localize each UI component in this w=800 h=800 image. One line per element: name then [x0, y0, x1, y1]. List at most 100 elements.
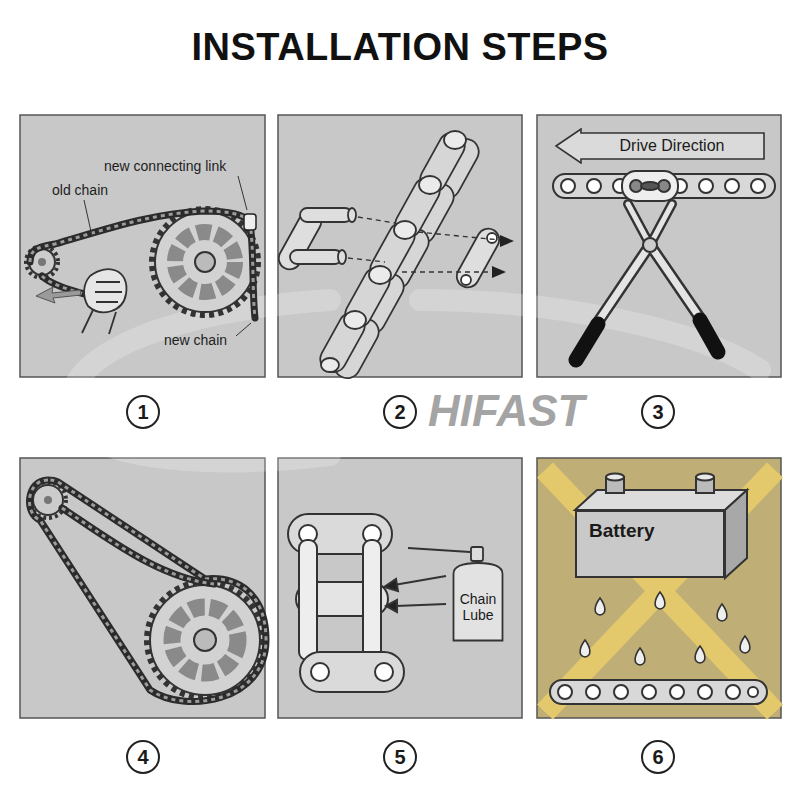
- battery-body: [575, 490, 747, 510]
- lube-can: Chain Lube: [452, 560, 504, 642]
- spray-arrow: [384, 579, 398, 591]
- battery-box: Battery: [575, 510, 725, 578]
- pull-arrow: [36, 287, 81, 303]
- step-number: 5: [383, 740, 417, 774]
- sprocket: [38, 258, 46, 266]
- chain-link: [586, 685, 600, 699]
- pull-arrow: [36, 287, 81, 303]
- chain-link: [748, 687, 758, 697]
- roller-chain: [391, 173, 445, 242]
- step-panel: [20, 458, 265, 718]
- roller-chain: [316, 128, 484, 383]
- pliers: [598, 245, 650, 322]
- spray-arrow: [386, 600, 397, 612]
- node-text: Chain Lube: [455, 591, 501, 623]
- leader-line: [236, 323, 251, 336]
- roller-chain: [316, 308, 370, 377]
- step-number-text: 5: [394, 747, 405, 767]
- roller-chain: [419, 176, 441, 194]
- acid-drop: [655, 592, 665, 609]
- arrow-outline: [556, 129, 764, 163]
- step-number-text: 1: [137, 402, 148, 422]
- arrowhead: [492, 235, 514, 278]
- chain: [250, 222, 255, 318]
- step-panel: [537, 458, 781, 718]
- step-number-text: 4: [137, 747, 148, 767]
- warning-cross: [545, 470, 775, 712]
- chain-link: [587, 179, 601, 193]
- chain-link: [699, 179, 713, 193]
- roller-chain: [369, 266, 391, 284]
- roller-chain: [316, 308, 370, 377]
- hand: [82, 269, 126, 334]
- sprocket: [172, 607, 238, 673]
- watermark: HIFAST: [428, 386, 584, 436]
- connecting-plate: [453, 225, 503, 292]
- acid-drop: [580, 592, 750, 665]
- direction-arrow: [348, 217, 500, 272]
- step-panel: [20, 115, 781, 718]
- roller-chain: [444, 131, 466, 149]
- chain-link: [642, 685, 656, 699]
- chain: [250, 222, 255, 318]
- roller-chain: [391, 173, 445, 242]
- warning-cross: [545, 470, 775, 712]
- chain-link: [641, 182, 659, 190]
- leader-line: [84, 200, 92, 236]
- title-holder: INSTALLATION STEPS: [0, 26, 800, 69]
- direction-arrow: [358, 217, 395, 223]
- spray-nozzle: [408, 547, 483, 561]
- pliers: [576, 204, 718, 360]
- part-label: new connecting link: [104, 158, 226, 174]
- connecting-plate: [348, 208, 356, 222]
- step-number: 2: [383, 395, 417, 429]
- spray-arrow: [394, 576, 446, 585]
- chain: [30, 211, 250, 262]
- chain-link: [363, 540, 381, 660]
- roller-chain: [344, 311, 366, 329]
- chain-link: [375, 663, 393, 681]
- chain-link: [558, 685, 572, 699]
- watermark-swoosh: [70, 300, 330, 461]
- acid-drop: [695, 646, 705, 663]
- can-outline: [454, 563, 503, 641]
- direction-arrow: Drive Direction: [555, 128, 765, 164]
- spray-nozzle: [471, 547, 483, 561]
- chain-link: [726, 685, 740, 699]
- chain-link: [670, 685, 684, 699]
- step-number: 1: [126, 395, 160, 429]
- chain-link: [311, 663, 329, 681]
- direction-arrow: [348, 258, 385, 262]
- chain-link: [614, 685, 628, 699]
- chain-link: [288, 514, 404, 692]
- spray-nozzle: [408, 548, 470, 552]
- chain: [30, 211, 250, 262]
- pliers: [650, 245, 700, 318]
- watermark-swoosh: [70, 300, 760, 461]
- step-number-text: 6: [652, 747, 663, 767]
- watermark-swoosh: [420, 300, 760, 370]
- step-number-text: 3: [652, 402, 663, 422]
- sprocket: [194, 629, 216, 651]
- connecting-plate: [275, 207, 503, 292]
- chain-link: [300, 652, 404, 692]
- step-number: 3: [641, 395, 675, 429]
- node-text: Battery: [589, 520, 654, 542]
- sprocket: [44, 496, 52, 504]
- pliers: [598, 245, 650, 322]
- roller-chain: [416, 128, 470, 197]
- hand: [84, 269, 126, 312]
- warning-cross: [545, 470, 775, 712]
- sprocket: [152, 209, 258, 315]
- chain: [30, 211, 256, 318]
- chain: [30, 480, 266, 702]
- connecting-plate: [300, 208, 352, 222]
- sprocket: [30, 482, 263, 698]
- step-number-text: 2: [394, 402, 405, 422]
- sprocket: [26, 209, 258, 315]
- chain-link: [299, 540, 317, 660]
- roller-chain: [341, 263, 395, 332]
- roller-chain: [321, 358, 339, 372]
- battery-body: [725, 490, 747, 578]
